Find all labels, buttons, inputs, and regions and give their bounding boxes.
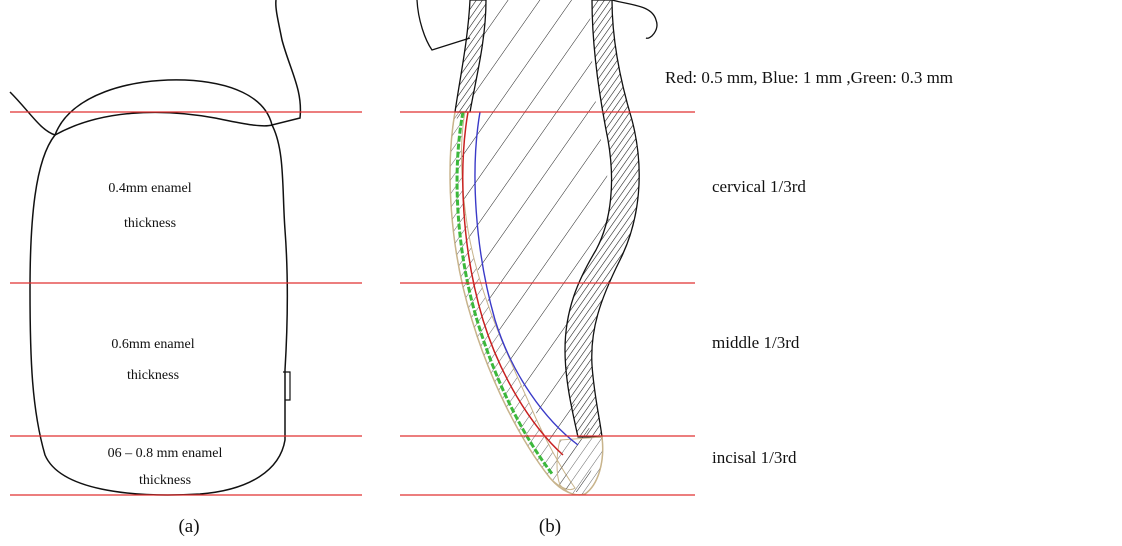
zone3-label-line2: thickness (139, 473, 191, 488)
panel-b-top-left-flare (417, 0, 470, 50)
zone-label-cervical: cervical 1/3rd (712, 177, 806, 196)
panel-a: 0.4mm enamel thickness 0.6mm enamel thic… (10, 0, 362, 537)
legend-text: Red: 0.5 mm, Blue: 1 mm ,Green: 0.3 mm (665, 68, 953, 87)
panel-b-incisal-tip (557, 437, 603, 495)
zone-label-incisal: incisal 1/3rd (712, 448, 797, 467)
zone2-label-line2: thickness (127, 368, 179, 383)
zone1-label-line1: 0.4mm enamel (108, 181, 191, 196)
zone3-label-line1: 06 – 0.8 mm enamel (108, 446, 223, 461)
panel-a-notch (283, 372, 290, 400)
panel-b-top-right-flare (612, 0, 657, 38)
panel-a-crown-arch (55, 112, 272, 135)
panel-b-caption: (b) (539, 516, 561, 537)
zone2-label-line1: 0.6mm enamel (111, 337, 194, 352)
zone-label-middle: middle 1/3rd (712, 333, 800, 352)
panel-a-caption: (a) (178, 516, 199, 537)
panel-b: Red: 0.5 mm, Blue: 1 mm ,Green: 0.3 mm c… (400, 0, 953, 537)
zone1-label-line2: thickness (124, 216, 176, 231)
panel-a-gingiva-outline (10, 0, 300, 135)
